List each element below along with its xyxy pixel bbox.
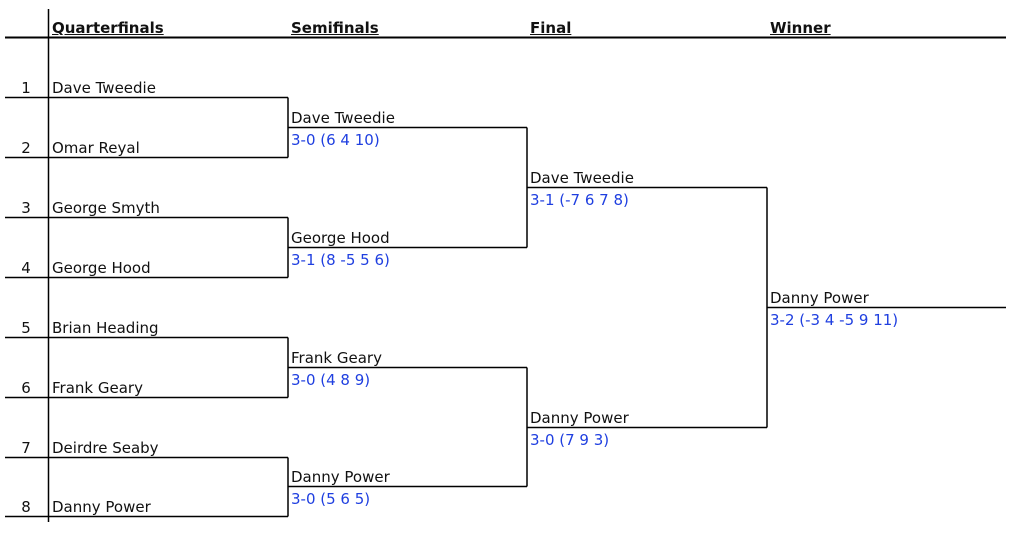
header-quarterfinals: Quarterfinals	[52, 19, 164, 37]
sf-score-1: 3-0 (6 4 10)	[291, 131, 380, 149]
seed-number-8: 8	[21, 498, 31, 516]
final-score-2: 3-0 (7 9 3)	[530, 431, 610, 449]
qf-player-7: Deirdre Seaby	[52, 439, 159, 457]
final-player-1: Dave Tweedie	[530, 169, 634, 187]
seed-number-4: 4	[21, 259, 31, 277]
seed-number-2: 2	[21, 139, 31, 157]
qf-player-1: Dave Tweedie	[52, 79, 156, 97]
qf-player-5: Brian Heading	[52, 319, 159, 337]
winner-score: 3-2 (-3 4 -5 9 11)	[770, 311, 899, 329]
header-semifinals: Semifinals	[291, 19, 379, 37]
header-winner: Winner	[770, 19, 831, 37]
qf-player-6: Frank Geary	[52, 379, 143, 397]
sf-player-2: George Hood	[291, 229, 390, 247]
qf-player-8: Danny Power	[52, 498, 151, 516]
qf-player-3: George Smyth	[52, 199, 160, 217]
sf-player-3: Frank Geary	[291, 349, 382, 367]
seed-number-1: 1	[21, 79, 31, 97]
sf-score-3: 3-0 (4 8 9)	[291, 371, 371, 389]
final-score-1: 3-1 (-7 6 7 8)	[530, 191, 629, 209]
sf-score-2: 3-1 (8 -5 5 6)	[291, 251, 390, 269]
winner-name: Danny Power	[770, 289, 869, 307]
seed-number-3: 3	[21, 199, 31, 217]
sf-player-1: Dave Tweedie	[291, 109, 395, 127]
final-player-2: Danny Power	[530, 409, 629, 427]
qf-player-2: Omar Reyal	[52, 139, 140, 157]
seed-number-5: 5	[21, 319, 31, 337]
qf-player-4: George Hood	[52, 259, 151, 277]
seed-number-7: 7	[21, 439, 31, 457]
sf-score-4: 3-0 (5 6 5)	[291, 490, 371, 508]
seed-number-6: 6	[21, 379, 31, 397]
header-final: Final	[530, 19, 572, 37]
sf-player-4: Danny Power	[291, 468, 390, 486]
